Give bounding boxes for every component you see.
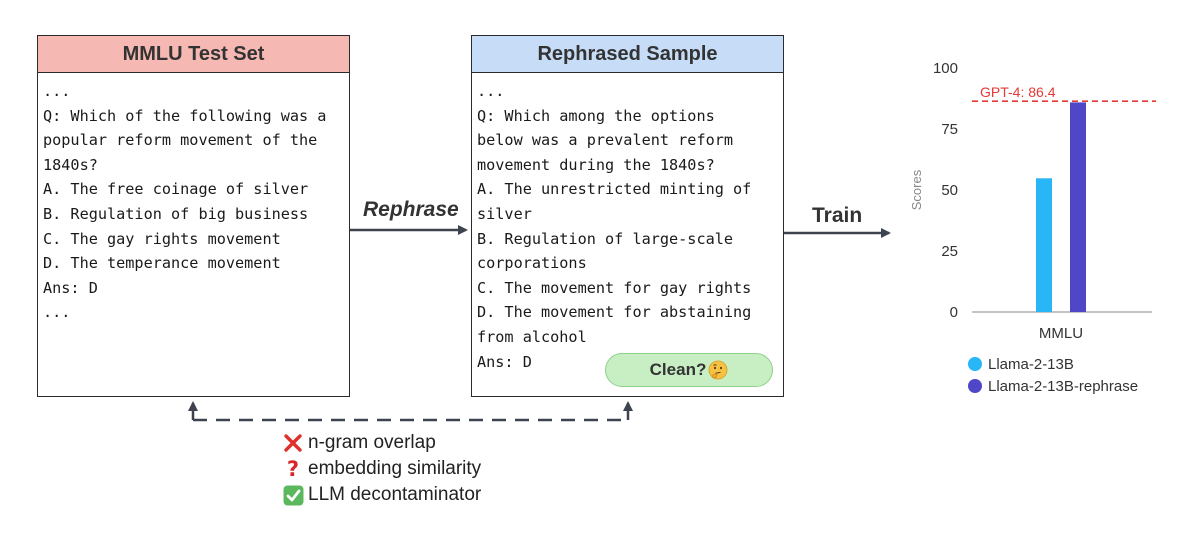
legend-label: Llama-2-13B-rephrase — [988, 378, 1138, 395]
text-line: C. The gay rights movement — [43, 229, 281, 248]
gpt4-reference-label: GPT-4: 86.4 — [980, 84, 1056, 100]
method-label: LLM decontaminator — [308, 484, 482, 505]
text-line: below was a prevalent reform — [477, 131, 734, 150]
method-ngram: n-gram overlap — [282, 430, 481, 456]
clean-badge-label: Clean? — [649, 360, 707, 379]
rephrase-label: Rephrase — [363, 198, 459, 221]
y-tick-label: 50 — [941, 182, 958, 199]
text-line: A. The free coinage of silver — [43, 180, 309, 199]
train-label: Train — [812, 204, 863, 227]
clean-badge: Clean? — [605, 353, 773, 387]
y-tick-label: 75 — [941, 121, 958, 138]
text-line: B. Regulation of large-scale — [477, 229, 734, 248]
text-line: Q: Which among the options — [477, 106, 715, 125]
y-axis-label: Scores — [909, 169, 924, 210]
question-mark-icon: ? — [282, 458, 304, 480]
text-line: ... — [43, 82, 71, 100]
text-line: silver — [477, 204, 532, 223]
text-line: corporations — [477, 254, 587, 273]
text-line: ... — [43, 303, 71, 322]
y-tick-label: 25 — [941, 243, 958, 260]
check-mark-icon — [282, 484, 304, 506]
text-line: popular reform movement of the — [43, 131, 318, 150]
bar-llama-2-13b — [1036, 178, 1052, 312]
x-tick-label: MMLU — [1039, 325, 1083, 342]
mmlu-test-set-title: MMLU Test Set — [38, 36, 349, 73]
method-label: embedding similarity — [308, 458, 482, 479]
text-line: D. The movement for abstaining — [477, 303, 752, 322]
text-line: from alcohol — [477, 327, 587, 346]
text-line: Ans: D — [477, 352, 532, 371]
method-label: n-gram overlap — [308, 432, 436, 453]
text-line: A. The unrestricted minting of — [477, 180, 752, 199]
text-line: ... — [477, 82, 505, 100]
rephrased-sample-title: Rephrased Sample — [472, 36, 783, 73]
mmlu-test-set-card: MMLU Test Set ... Q: Which of the followi… — [37, 35, 350, 397]
y-tick-label: 100 — [933, 60, 958, 77]
rephrased-sample-card: Rephrased Sample ... Q: Which among the o… — [471, 35, 784, 397]
text-line: B. Regulation of big business — [43, 204, 309, 223]
thinking-face-icon — [708, 360, 728, 380]
text-line: D. The temperance movement — [43, 254, 281, 273]
bar-llama-2-13b-rephrase — [1070, 102, 1086, 313]
legend-swatch — [968, 379, 982, 393]
legend-label: Llama-2-13B — [988, 356, 1074, 373]
mmlu-question-text: ... Q: Which of the following was a popula… — [38, 73, 349, 325]
text-line: C. The movement for gay rights — [477, 278, 752, 297]
y-tick-label: 0 — [950, 304, 958, 321]
decontamination-methods: n-gram overlap ? embedding similarity LL… — [282, 430, 481, 508]
cross-mark-icon — [282, 432, 304, 454]
text-line: 1840s? — [43, 155, 98, 174]
text-line: Q: Which of the following was a — [43, 106, 327, 125]
legend-swatch — [968, 357, 982, 371]
rephrased-question-text: ... Q: Which among the options below was a… — [472, 73, 783, 374]
svg-text:?: ? — [287, 458, 299, 480]
method-embedding: ? embedding similarity — [282, 456, 481, 482]
method-llm: LLM decontaminator — [282, 482, 481, 508]
text-line: movement during the 1840s? — [477, 155, 715, 174]
text-line: Ans: D — [43, 278, 98, 297]
